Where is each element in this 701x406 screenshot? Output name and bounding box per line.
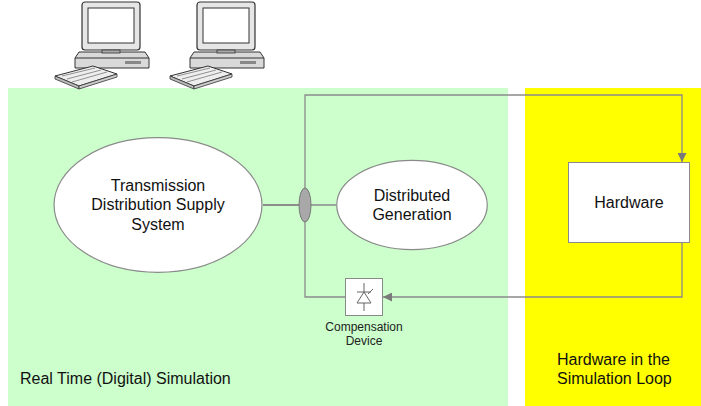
- simulation-ground: [8, 88, 508, 406]
- region-label: Hardware in the Simulation Loop: [557, 350, 697, 388]
- region-label: Real Time (Digital) Simulation: [20, 369, 231, 388]
- compensation-device: Compensation Device: [320, 278, 408, 348]
- supply-system-ellipse: Transmission Distribution Supply System: [53, 137, 263, 273]
- hardware-box: Hardware: [568, 162, 690, 243]
- computer-icon: [55, 2, 149, 89]
- node-label: Distributed Generation: [362, 186, 462, 224]
- current-sensor: [299, 188, 311, 222]
- hardware-ground: [525, 88, 701, 406]
- computer-icon: [170, 2, 264, 89]
- generation-ellipse: Distributed Generation: [336, 160, 488, 250]
- node-label: Transmission Distribution Supply System: [91, 176, 226, 234]
- diode-symbol: [345, 278, 383, 316]
- hardware-region: Hardware in the Simulation Loop Hardware: [525, 88, 701, 406]
- simulation-region: Real Time (Digital) Simulation Transmissi…: [8, 88, 508, 406]
- node-label: Hardware: [594, 193, 663, 212]
- signal-line: [383, 243, 682, 297]
- ellipse-outline: [336, 160, 488, 250]
- device-label: Compensation Device: [320, 320, 408, 349]
